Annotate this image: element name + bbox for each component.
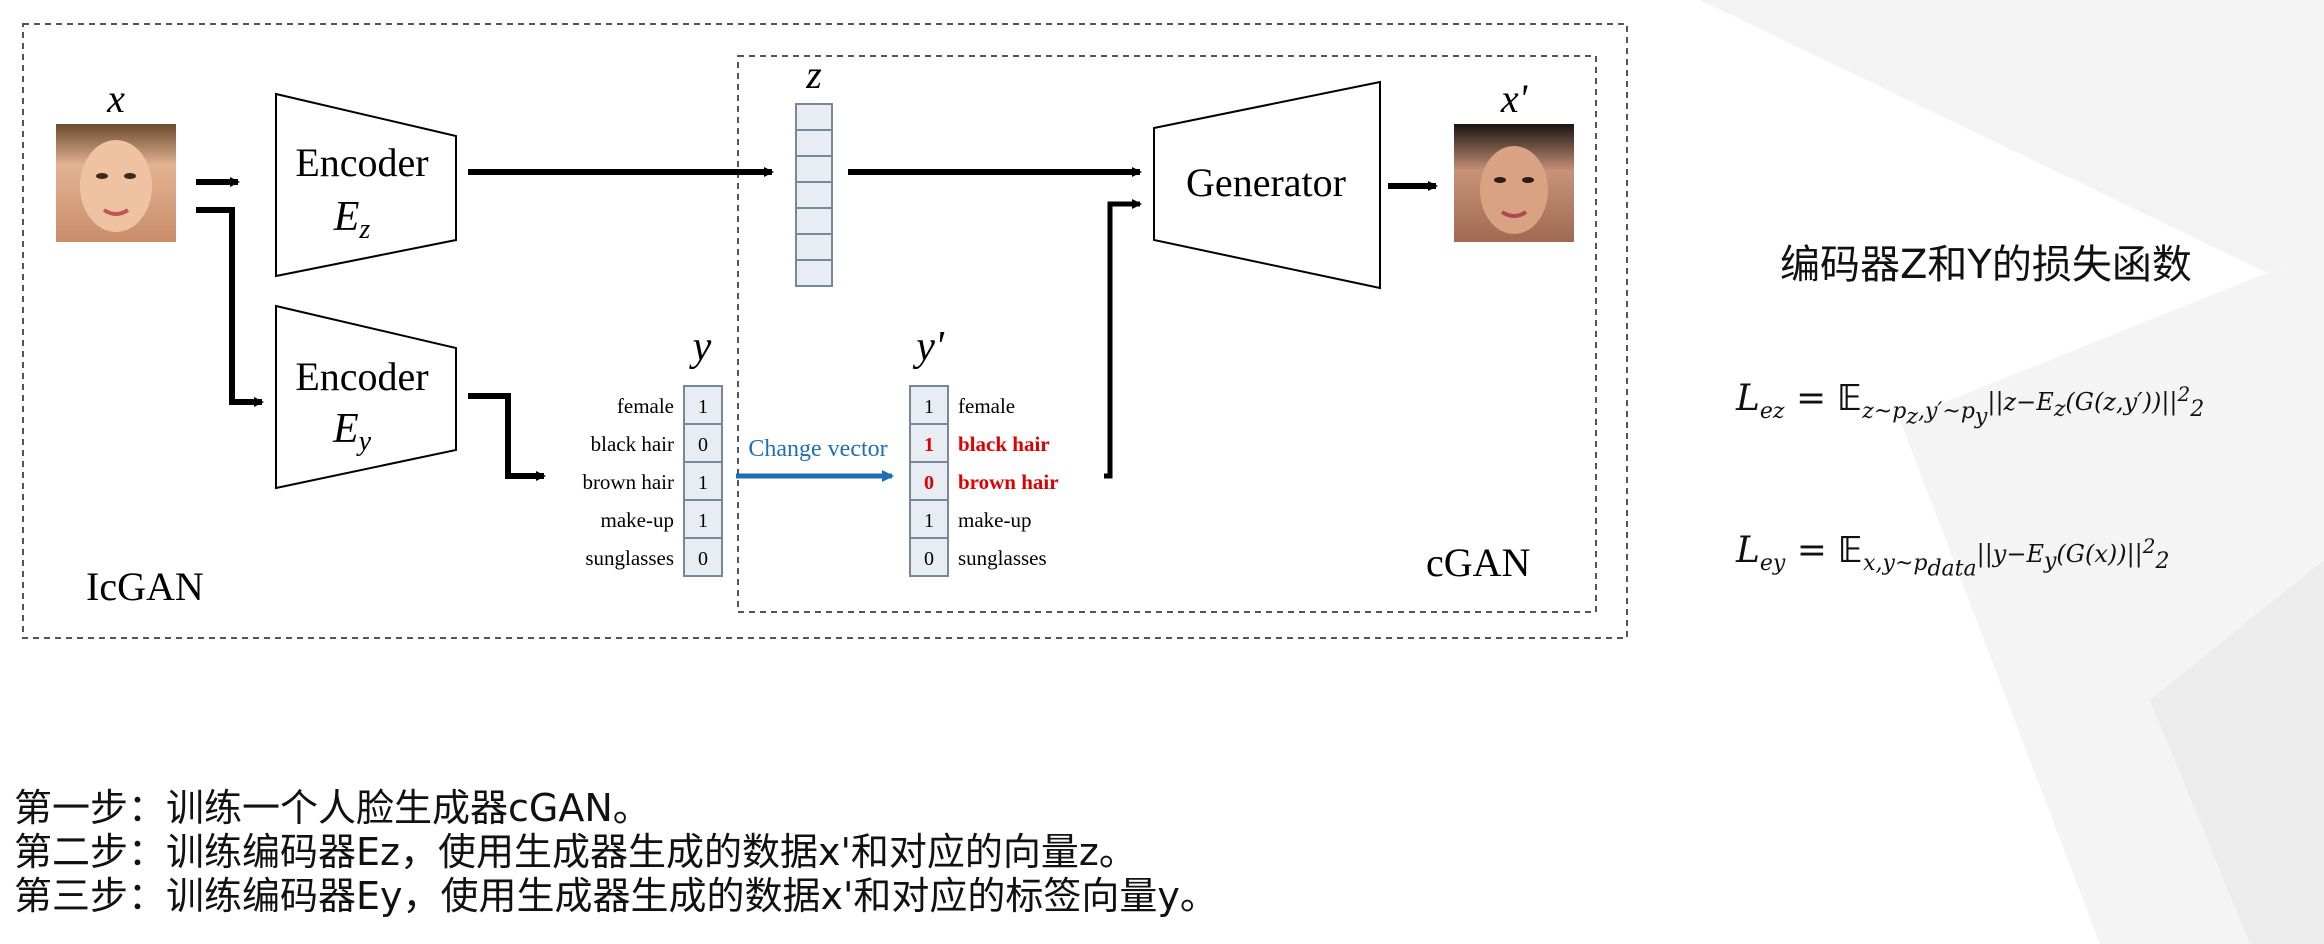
- icgan-diagram: x x' Encoder Ez Encoder Ey Generator z 1…: [22, 23, 1628, 639]
- z-vector: [795, 103, 833, 287]
- y-label: y: [689, 324, 712, 370]
- y-prime-vector-attribute-label: black hair: [958, 432, 1050, 456]
- y-prime-vector-cell: [909, 385, 949, 425]
- y-prime-vector-attribute-label: brown hair: [958, 470, 1059, 494]
- generator-block: [1153, 80, 1381, 290]
- encoder-z-title: Encoder: [295, 140, 428, 185]
- y-prime-vector-cell: [909, 499, 949, 539]
- loss-function-title: 编码器Z和Y的损失函数: [1780, 242, 2192, 288]
- training-steps: 第一步：训练一个人脸生成器cGAN。 第二步：训练编码器Ez，使用生成器生成的数…: [14, 786, 1218, 918]
- y-vector-attribute-label: female: [617, 394, 674, 418]
- y-vector-cell: [683, 423, 723, 463]
- generator-label: Generator: [1186, 160, 1346, 205]
- change-vector-label: Change vector: [748, 436, 887, 462]
- y-prime-label: y': [912, 324, 945, 370]
- y-vector-value: 1: [698, 396, 708, 418]
- y-vector-attribute-label: make-up: [601, 508, 674, 532]
- y-prime-vector-attribute-label: make-up: [958, 508, 1031, 532]
- icgan-box: [22, 23, 1628, 639]
- z-label: z: [805, 52, 822, 97]
- y-vector-attribute-label: brown hair: [582, 470, 674, 494]
- icgan-label: IcGAN: [86, 564, 204, 609]
- y-vector-cell: [683, 499, 723, 539]
- step-1: 第一步：训练一个人脸生成器cGAN。: [14, 786, 651, 830]
- y-vector-value: 1: [698, 510, 708, 532]
- arrow-ey-to-y: [468, 393, 546, 481]
- y-prime-vector-attribute-label: sunglasses: [958, 546, 1047, 570]
- encoder-z-symbol: Ez: [333, 194, 371, 245]
- formula-ey: Ley = 𝔼x,y~pdata||y−Ey(G(x))||22: [1736, 530, 2170, 582]
- y-vector-value: 0: [698, 548, 708, 570]
- y-vector-value: 1: [698, 472, 708, 494]
- step-3: 第三步：训练编码器Ey，使用生成器生成的数据x'和对应的标签向量y。: [14, 874, 1218, 918]
- y-prime-vector-cell: [909, 537, 949, 577]
- y-prime-vector-cell: [909, 461, 949, 501]
- cgan-label: cGAN: [1426, 540, 1530, 585]
- arrow-x-to-ey: [196, 207, 264, 407]
- output-face-image: [1454, 124, 1574, 242]
- y-vector: 1 female 0 black hair 1 brown hair 1 make-up 0 su…: [582, 385, 723, 577]
- y-vector-value: 0: [698, 434, 708, 456]
- arrow-yprime-to-generator: [1104, 199, 1142, 479]
- y-prime-vector-attribute-label: female: [958, 394, 1015, 418]
- cgan-box: [737, 55, 1597, 613]
- y-vector-attribute-label: sunglasses: [585, 546, 674, 570]
- input-face-image: [56, 124, 176, 242]
- x-prime-label: x': [1500, 76, 1529, 121]
- encoder-z-block: [275, 92, 457, 278]
- y-prime-vector-value: 1: [924, 434, 934, 456]
- y-vector-cell: [683, 385, 723, 425]
- y-prime-vector-value: 0: [924, 472, 934, 494]
- formula-ez: Lez = 𝔼z~pz,y′~py||z−Ez(G(z,y′))||22: [1736, 378, 2205, 430]
- y-vector-cell: [683, 537, 723, 577]
- encoder-y-title: Encoder: [295, 354, 428, 399]
- y-prime-vector-value: 1: [924, 510, 934, 532]
- y-vector-attribute-label: black hair: [591, 432, 674, 456]
- y-prime-vector-cell: [909, 423, 949, 463]
- encoder-y-block: [275, 304, 457, 490]
- step-2: 第二步：训练编码器Ez，使用生成器生成的数据x'和对应的向量z。: [14, 830, 1137, 874]
- y-prime-vector: 1 female 1 black hair 0 brown hair 1 make-up 0 su…: [909, 385, 1059, 577]
- y-prime-vector-value: 0: [924, 548, 934, 570]
- encoder-y-symbol: Ey: [332, 406, 372, 457]
- x-label: x: [106, 76, 125, 121]
- y-prime-vector-value: 1: [924, 396, 934, 418]
